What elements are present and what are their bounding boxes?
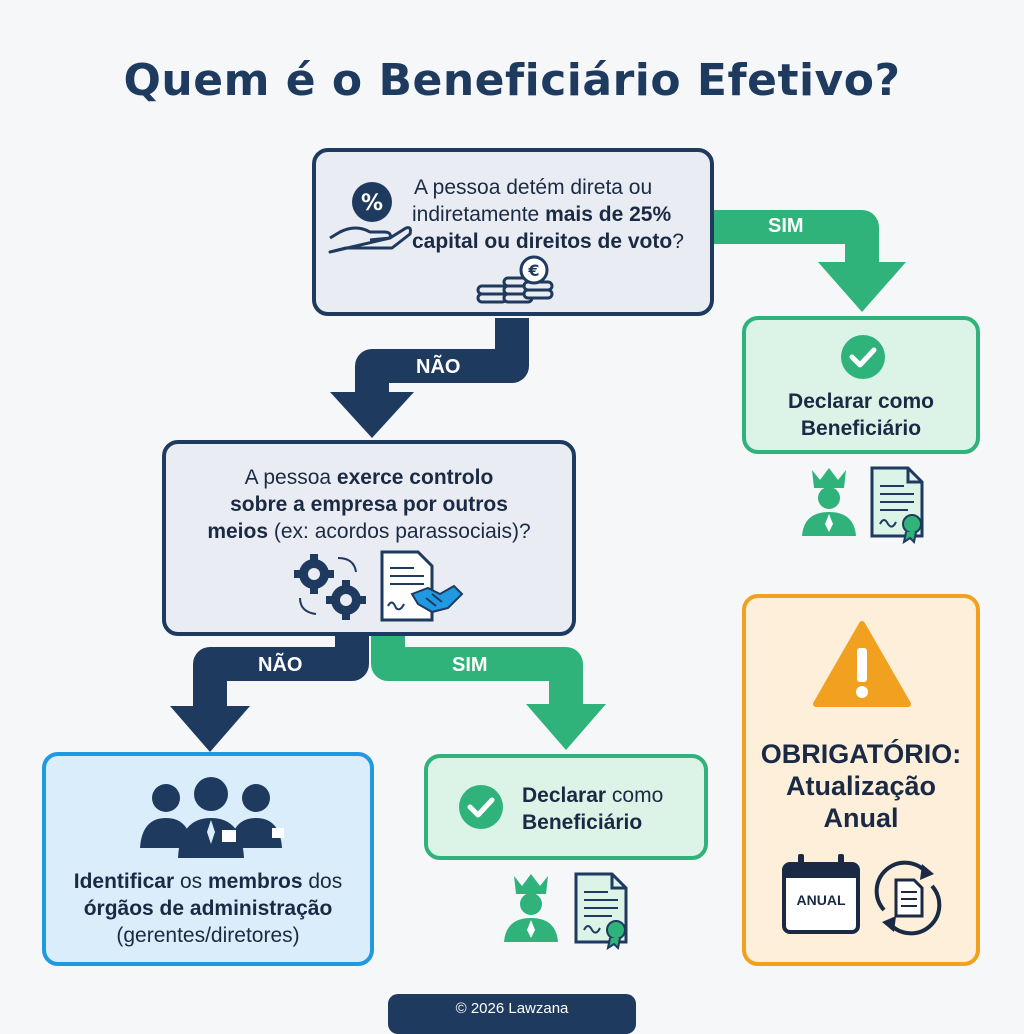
question-1-box: % A pessoa detém direta ou indiretamente… (312, 148, 714, 316)
question-1-line-3c: ? (672, 230, 684, 253)
certificate-icon (574, 872, 628, 951)
result-mid-line-1b: como (606, 784, 664, 807)
question-2-line-3b: (ex: acordos parassociais)? (268, 520, 531, 543)
warning-line-1: OBRIGATÓRIO: (760, 739, 962, 769)
arrow-label-sim-1: SIM (768, 215, 804, 237)
arrow-nao-1-head (330, 392, 414, 438)
gears-icon (294, 554, 366, 620)
coins-euro-icon: € (476, 255, 554, 304)
arrow-sim-1-head (818, 262, 906, 312)
calendar-icon: ANUAL (782, 854, 860, 934)
team-people-icon (140, 777, 284, 858)
arrow-sim-1 (712, 210, 879, 268)
warning-line-2: Atualização (785, 771, 937, 801)
result-left-line-1c: membros (207, 870, 303, 893)
svg-text:%: % (361, 191, 383, 216)
warning-box: OBRIGATÓRIO: Atualização Anual ANUAL (742, 594, 980, 966)
page-title: Quem é o Beneficiário Efetivo? (123, 55, 901, 106)
question-1-line-2b: mais de 25% (545, 203, 672, 226)
certificate-icon (870, 466, 924, 545)
check-icon (459, 785, 503, 829)
result-declare-mid-box: Declarar como Beneficiário (424, 754, 708, 860)
arrow-label-nao-1: NÃO (416, 356, 461, 378)
svg-text:€: € (527, 261, 539, 280)
arrow-label-nao-2: NÃO (258, 654, 303, 676)
question-1-line-2a: indiretamente (412, 203, 546, 226)
calendar-label: ANUAL (796, 892, 846, 908)
king-person-icon (802, 468, 856, 536)
arrow-sim-2 (371, 634, 583, 710)
contract-handshake-icon (380, 550, 464, 622)
question-2-box: A pessoa exerce controlo sobre a empresa… (162, 440, 576, 636)
check-icon (841, 335, 885, 379)
refresh-document-icon (874, 860, 942, 936)
arrow-nao-1 (355, 318, 529, 398)
result-mid-line-1a: Declarar (522, 784, 607, 807)
result-identify-box: Identificar os membros dos órgãos de adm… (42, 752, 374, 966)
question-1-line-1: A pessoa detém direta ou (414, 176, 653, 199)
percent-hand-icon: % (328, 182, 412, 254)
arrow-label-sim-2: SIM (452, 654, 488, 676)
king-person-icon (504, 874, 558, 942)
result-left-line-1d: dos (302, 870, 343, 893)
arrow-sim-2-head (526, 704, 606, 750)
question-2-line-1b: exerce controlo (336, 466, 494, 489)
result-top-line-2: Beneficiário (800, 417, 922, 440)
warning-line-3: Anual (823, 803, 899, 833)
question-2-line-2: sobre a empresa por outros (230, 493, 508, 516)
result-left-line-1a: Identificar (73, 870, 175, 893)
question-1-line-3b: capital ou direitos de voto (412, 230, 673, 253)
result-left-line-3: (gerentes/diretores) (116, 924, 300, 947)
result-left-line-2: órgãos de administração (83, 897, 333, 920)
warning-icon (813, 621, 911, 707)
result-top-line-1: Declarar como (788, 390, 934, 413)
question-2-line-1a: A pessoa (244, 466, 337, 489)
footer-copyright: © 2026 Lawzana (388, 994, 636, 1034)
question-2-line-3a: meios (207, 520, 269, 543)
result-left-line-1b: os (174, 870, 208, 893)
arrow-nao-2-head (170, 706, 250, 752)
arrow-nao-2 (193, 634, 369, 712)
result-declare-top-box: Declarar como Beneficiário (742, 316, 980, 454)
result-mid-line-2: Beneficiário (522, 811, 643, 834)
